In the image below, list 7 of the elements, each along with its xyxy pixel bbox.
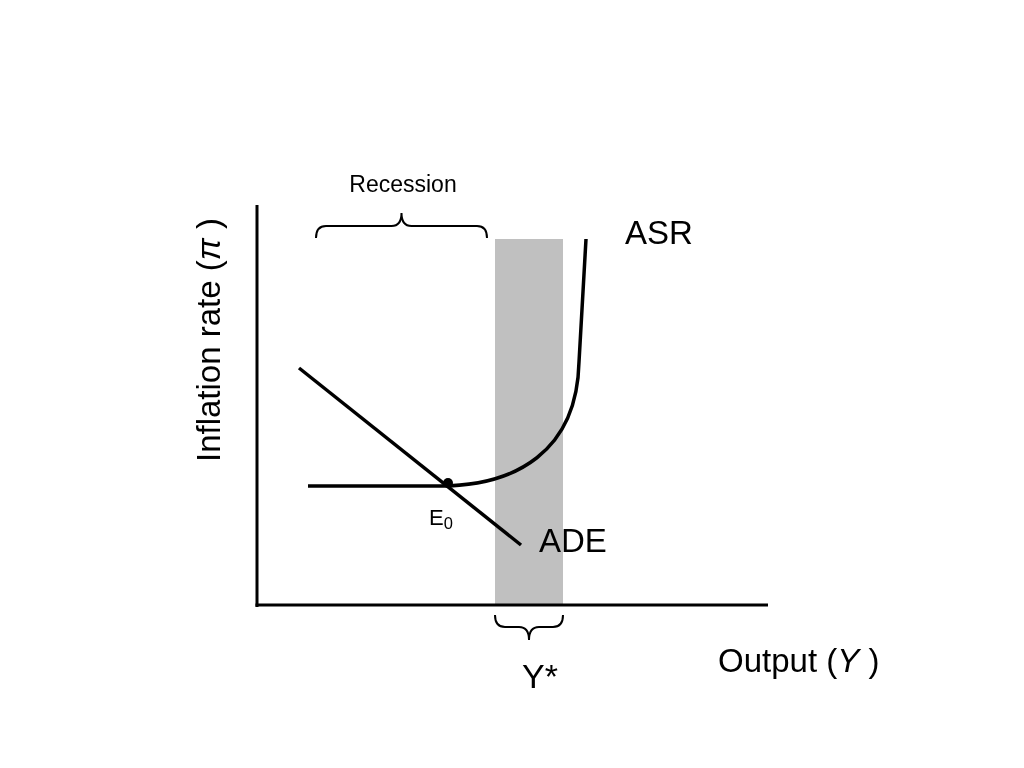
point-label: E$_{0}$ (429, 507, 453, 529)
brace-label: Recession (349, 172, 457, 196)
curve-label: ADE (539, 523, 607, 557)
axis-title: Output (Y ) (718, 643, 880, 677)
axis-title: Inflation rate (π ) (191, 217, 225, 463)
axis-tick-label: Y* (522, 659, 558, 693)
curve-label: ASR (625, 215, 693, 249)
